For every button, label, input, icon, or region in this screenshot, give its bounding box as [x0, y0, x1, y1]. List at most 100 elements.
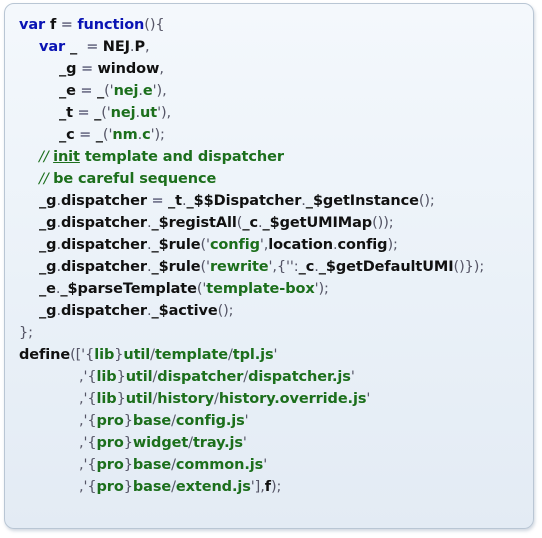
code-token: init [53, 149, 80, 165]
code-line: // init template and dispatcher [39, 146, 284, 168]
code-token: . [301, 193, 306, 209]
code-token: = [146, 193, 169, 209]
code-token: util [125, 369, 153, 385]
code-token: . [56, 193, 61, 209]
code-token: . [146, 259, 152, 275]
code-token: _g [39, 193, 57, 209]
code-line: _g.dispatcher._$rule('rewrite',{'':_c._$… [39, 256, 484, 278]
code-token: / [171, 457, 176, 473]
code-token: ' [273, 347, 278, 363]
code-line: _g.dispatcher._$active(); [39, 300, 234, 322]
code-token: widget [132, 435, 189, 451]
code-token: (['{ [70, 347, 95, 363]
code-token: _ [94, 105, 102, 121]
code-token: ,'{ [79, 391, 97, 407]
code-token: tray.js [192, 435, 243, 451]
code-line: _e = _('nej.e'), [59, 80, 167, 102]
code-token: / [150, 347, 155, 363]
code-token: _$rule [151, 259, 201, 275]
code-token: lib [96, 391, 117, 407]
code-token: / [214, 391, 219, 407]
code-line: define(['{lib}util/template/tpl.js' [19, 344, 278, 366]
code-token: dispatcher [60, 237, 147, 253]
code-token: . [56, 303, 61, 319]
code-token: } [123, 457, 133, 473]
code-token: dispatcher [60, 215, 147, 231]
code-token: pro [96, 457, 124, 473]
code-token: / [188, 435, 193, 451]
code-token: _ [96, 83, 105, 99]
code-panel: var f = function(){var _ = NEJ.P, _g = wi… [4, 3, 534, 529]
code-line: var _ = NEJ.P, [39, 36, 150, 58]
code-line: _g.dispatcher._$registAll(_c._$getUMIMap… [39, 212, 394, 234]
code-token: ', [259, 237, 269, 253]
code-token: lib [94, 347, 115, 363]
code-token: , [144, 39, 150, 55]
code-token: define [19, 347, 71, 363]
code-token: '], [250, 479, 265, 495]
code-token: NEJ [102, 39, 130, 55]
code-line: var f = function(){ [19, 14, 165, 36]
code-token: = [77, 39, 103, 55]
code-token: , [159, 61, 164, 77]
code-token: var [19, 17, 51, 33]
code-token: . [182, 193, 187, 209]
code-token: (); [217, 303, 234, 319]
code-token: _ [70, 39, 78, 55]
code-token: / [171, 413, 176, 429]
code-token: _g [39, 215, 57, 231]
code-token: ()}); [453, 259, 485, 275]
code-line: ,'{pro}base/config.js' [79, 410, 249, 432]
code-token: ut [140, 105, 158, 121]
code-token: _g [39, 259, 57, 275]
code-token: . [129, 39, 135, 55]
code-token: pro [96, 479, 124, 495]
code-token: // [39, 171, 54, 187]
code-token: (' [101, 105, 111, 121]
code-token: _c [242, 215, 258, 231]
code-token: pro [96, 413, 124, 429]
code-token: ' [244, 413, 249, 429]
code-token: dispatcher [60, 303, 147, 319]
code-token: dispatcher [60, 259, 147, 275]
code-line: _g.dispatcher = _t._$$Dispatcher._$getIn… [39, 190, 435, 212]
code-line: ,'{pro}widget/tray.js' [79, 432, 247, 454]
code-token: . [56, 259, 61, 275]
code-token: _g [39, 237, 57, 253]
code-token: dispatcher [157, 369, 244, 385]
code-token: . [138, 83, 143, 99]
code-token: e [142, 83, 153, 99]
code-token: nm [112, 127, 138, 143]
code-token: template and dispatcher [79, 149, 284, 165]
code-token: / [171, 479, 176, 495]
code-token: tpl.js [232, 347, 274, 363]
code-token: window [97, 61, 160, 77]
code-token: / [227, 347, 233, 363]
code-token: _$getUMIMap [262, 215, 373, 231]
code-token: = [56, 17, 78, 33]
code-token: common.js [175, 457, 264, 473]
code-line: ,'{pro}base/common.js' [79, 454, 267, 476]
code-token: ,'{ [79, 435, 97, 451]
code-token: ( [236, 215, 243, 231]
code-token: ); [270, 479, 282, 495]
code-token: (' [200, 259, 210, 275]
code-token: ' [350, 369, 355, 385]
code-token: . [333, 237, 338, 253]
code-token: function [77, 17, 145, 33]
code-token: base [132, 457, 172, 473]
code-token: '); [314, 281, 329, 297]
code-token: '); [150, 127, 165, 143]
code-token: history.override.js [218, 391, 367, 407]
code-token: base [132, 413, 172, 429]
code-token: / [243, 369, 249, 385]
code-token: util [125, 391, 153, 407]
code-token: ,'{ [79, 457, 97, 473]
code-token: _$getDefaultUMI [318, 259, 454, 275]
code-token: ' [366, 391, 371, 407]
code-token: (' [104, 83, 114, 99]
code-line: ,'{lib}util/history/history.override.js' [79, 388, 370, 410]
code-token: } [114, 347, 124, 363]
code-token: (' [196, 281, 207, 297]
code-token: . [257, 215, 263, 231]
